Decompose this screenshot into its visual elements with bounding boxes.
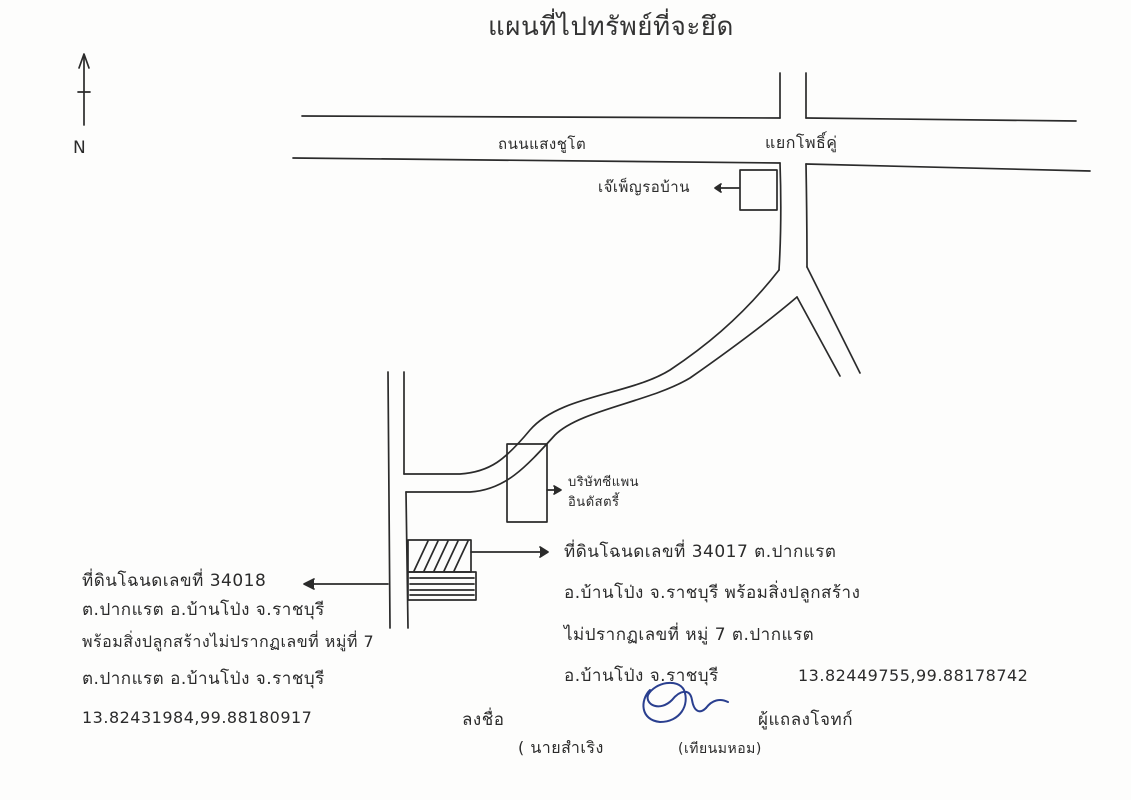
signature-label: ลงชื่อ	[462, 710, 505, 730]
parcel-left-line: ต.ปากแรต อ.บ้านโป่ง จ.ราชบุรี	[82, 600, 325, 620]
parcel-right-coordinates: 13.82449755,99.88178742	[798, 666, 1029, 685]
signer-name: ( นายสำเริง	[518, 738, 604, 757]
junction-label: แยกโพธิ์คู่	[765, 133, 838, 152]
company-label-line2: อินดัสตรี้	[568, 495, 620, 510]
parcel-left-line: ต.ปากแรต อ.บ้านโป่ง จ.ราชบุรี	[82, 669, 325, 689]
parcel-left-line: ที่ดินโฉนดเลขที่ 34018	[82, 571, 267, 591]
north-arrow-icon	[77, 53, 91, 126]
left-road	[387, 371, 409, 629]
parcel-left-line: พร้อมสิ่งปลูกสร้างไม่ปรากฏเลขที่ หมู่ที่…	[82, 632, 375, 651]
company-label-line1: บริษัทซีแพน	[568, 475, 640, 490]
witness-name: (เทียนมหอม)	[678, 741, 762, 757]
shop-building	[739, 169, 778, 211]
parcel-34017	[407, 539, 472, 573]
parcel-left-coordinates: 13.82431984,99.88180917	[82, 708, 313, 727]
junction-road	[778, 72, 861, 377]
signature-scribble	[642, 681, 729, 723]
winding-road	[403, 269, 798, 493]
parcel-right-line: ที่ดินโฉนดเลขที่ 34017 ต.ปากแรต	[564, 542, 837, 562]
parcel-right-line: ไม่ปรากฏเลขที่ หมู่ 7 ต.ปากแรต	[564, 625, 815, 645]
north-label: N	[73, 138, 87, 158]
parcel-right-line: อ.บ้านโป่ง จ.ราชบุรี	[564, 666, 719, 686]
parcel-right-line: อ.บ้านโป่ง จ.ราชบุรี พร้อมสิ่งปลูกสร้าง	[564, 583, 861, 603]
company-building	[506, 443, 548, 523]
parcel-34018	[407, 571, 477, 601]
map-title: แผนที่ไปทรัพย์ที่จะยึด	[488, 12, 734, 42]
shop-label: เจ๊เพ็ญรอบ้าน	[598, 178, 690, 196]
witness-label: ผู้แถลงโจทก์	[758, 710, 854, 730]
main-road-label: ถนนแสงชูโต	[498, 135, 587, 153]
main-road	[292, 115, 1091, 172]
